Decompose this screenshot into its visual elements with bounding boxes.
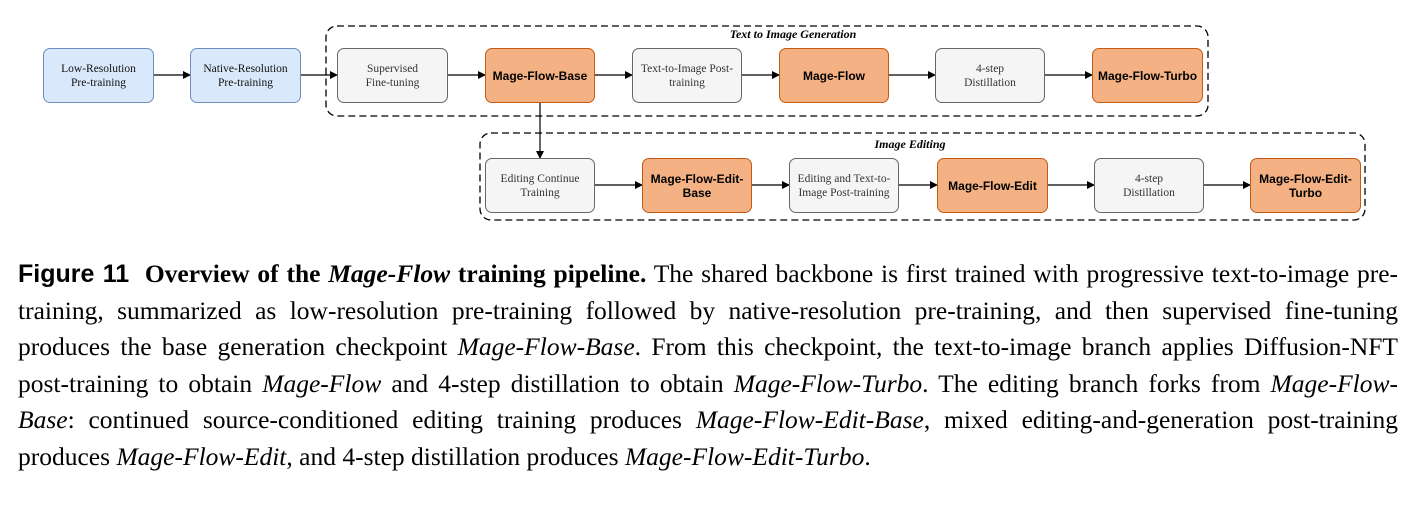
sft-node: Supervised Fine-tuning — [337, 48, 448, 103]
caption-model: Mage-Flow-Edit — [116, 441, 287, 471]
mage-flow-edit-base-node: Mage-Flow-Edit- Base — [642, 158, 752, 213]
t2i-group-frame — [325, 25, 1209, 117]
mage-flow-node: Mage-Flow — [779, 48, 889, 103]
low-res-pretraining-node: Low-Resolution Pre-training — [43, 48, 154, 103]
mage-flow-edit-node: Mage-Flow-Edit — [937, 158, 1048, 213]
caption-model: Mage-Flow-Base — [18, 368, 1399, 435]
editing-continue-training-node: Editing Continue Training — [485, 158, 595, 213]
caption-model: Mage-Flow-Turbo — [733, 368, 923, 398]
native-res-pretraining-node: Native-Resolution Pre-training — [190, 48, 301, 103]
caption-text: , and 4-step distillation produces — [286, 441, 625, 471]
caption-text: . — [864, 441, 871, 471]
edit-group-label: Image Editing — [874, 137, 946, 151]
edit-group-frame — [479, 132, 1366, 221]
figure-caption: Figure 11 Overview of the Mage-Flow trai… — [18, 256, 1398, 475]
t2i-post-training-node: Text-to-Image Post- training — [632, 48, 742, 103]
caption-text: : continued source-conditioned editing t… — [67, 405, 696, 434]
caption-text: and 4-step distillation to obtain — [381, 368, 734, 398]
pipeline-diagram: Text to Image Generation Image Editing L… — [0, 0, 1416, 230]
caption-text: , mixed editing-and-generation post-trai… — [18, 405, 1398, 471]
distillation-node-2: 4-step Distillation — [1094, 158, 1204, 213]
mage-flow-turbo-node: Mage-Flow-Turbo — [1092, 48, 1203, 103]
caption-text: . The editing branch forks from — [922, 368, 1271, 398]
title-part-1: Overview of the — [144, 259, 329, 288]
caption-model: Mage-Flow-Edit-Base — [695, 405, 924, 434]
title-model-name: Mage-Flow — [328, 259, 451, 288]
diagram-connectors — [154, 25, 1366, 221]
figure-title: Overview of the Mage-Flow training pipel… — [145, 259, 647, 288]
caption-text: . From this checkpoint, the text-to-imag… — [18, 332, 1398, 398]
caption-text: The shared backbone is first trained wit… — [18, 259, 1399, 361]
title-part-2: training pipeline. — [450, 259, 647, 288]
edit-post-training-node: Editing and Text-to- Image Post-training — [789, 158, 899, 213]
caption-model: Mage-Flow-Base — [457, 332, 635, 361]
mage-flow-base-node: Mage-Flow-Base — [485, 48, 595, 103]
figure-number: Figure 11 — [18, 260, 130, 288]
mage-flow-edit-turbo-node: Mage-Flow-Edit- Turbo — [1250, 158, 1361, 213]
distillation-node-1: 4-step Distillation — [935, 48, 1045, 103]
caption-model: Mage-Flow — [262, 368, 382, 398]
caption-model: Mage-Flow-Edit-Turbo — [624, 441, 865, 471]
t2i-group-label: Text to Image Generation — [729, 27, 857, 41]
